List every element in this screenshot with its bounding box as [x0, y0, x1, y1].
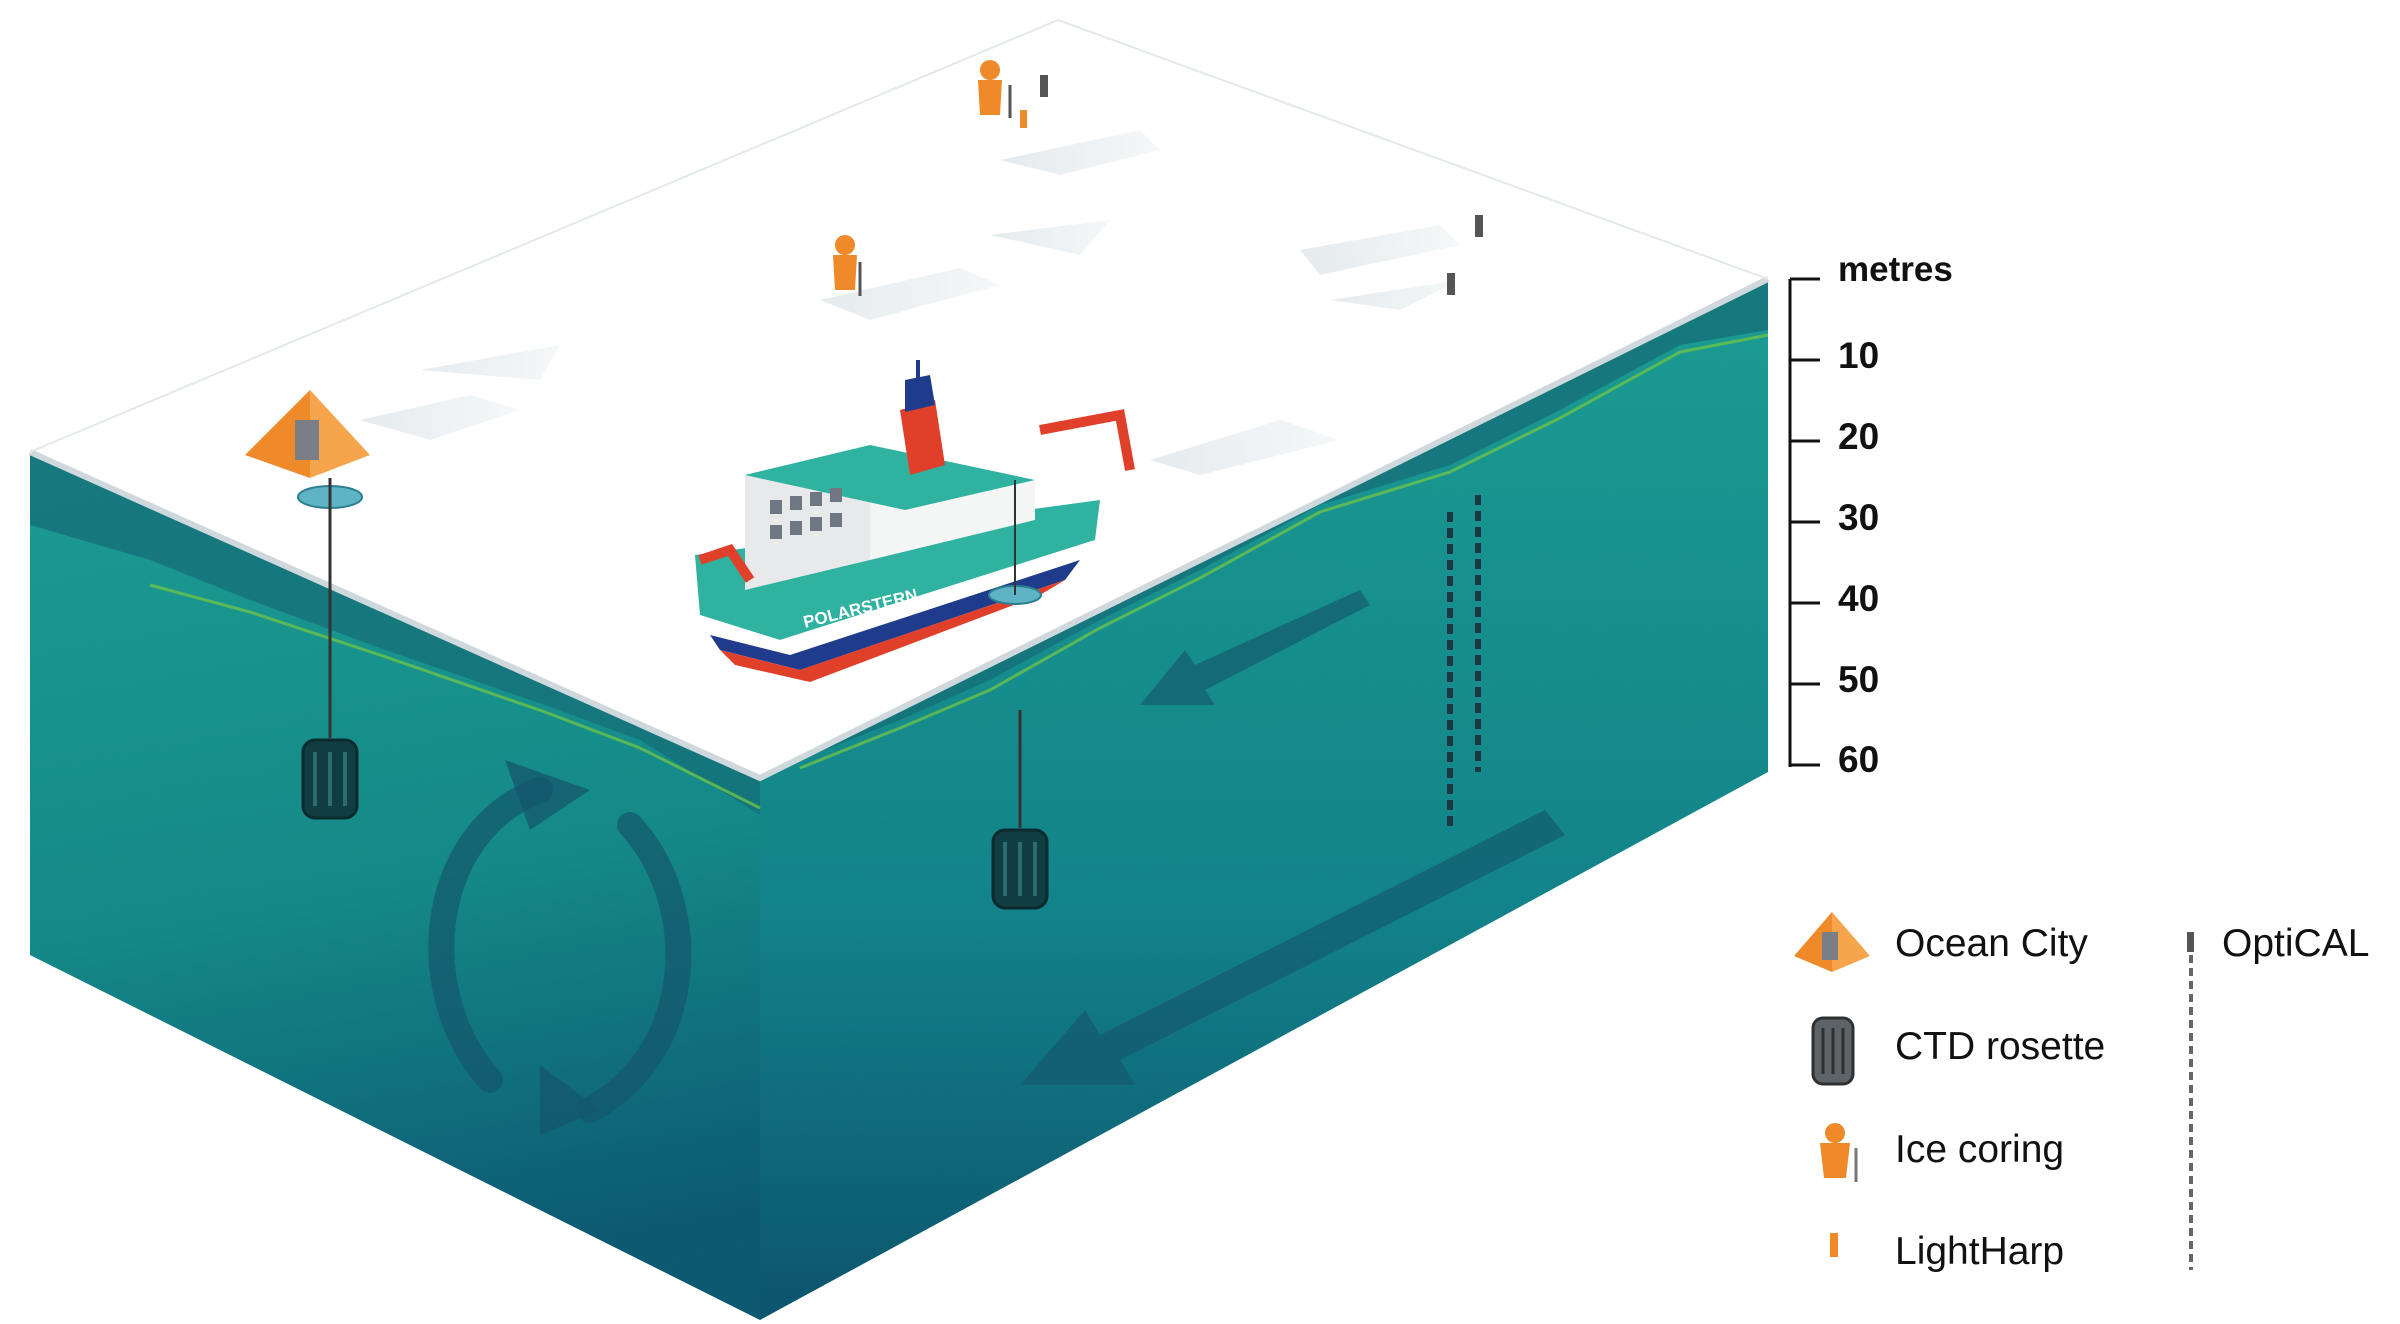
circulation-arrows: [428, 777, 692, 1123]
ice-underside-left: [30, 452, 760, 815]
depth-tick-40: 40: [1838, 578, 1880, 619]
legend-ice-coring-icon: [1820, 1123, 1858, 1182]
optical-chain-icon: [1040, 75, 1483, 295]
depth-tick-30: 30: [1838, 497, 1880, 538]
lightharp-icon: [1020, 110, 1027, 128]
ice-edge-highlight: [28, 276, 1770, 782]
legend-ocean-city-icon: [1794, 912, 1870, 972]
ocean-city-tent-icon: [245, 390, 370, 650]
current-arrows: [1020, 590, 1565, 1085]
depth-tick-50: 50: [1838, 659, 1880, 700]
legend-label-ice-coring: Ice coring: [1895, 1128, 2065, 1171]
depth-tick-60: 60: [1838, 739, 1880, 780]
ice-top-edge: [29, 18, 1769, 453]
ctd-rosette-icon: [301, 650, 359, 820]
legend-label-ctd-rosette: CTD rosette: [1895, 1025, 2106, 1068]
algae-line-right: [799, 333, 1769, 770]
depth-scale-unit: metres: [1838, 250, 1953, 289]
legend-label-optical: OptiCAL: [2222, 922, 2370, 965]
circulation-arrowheads: [505, 760, 600, 1135]
legend-label-ocean-city: Ocean City: [1895, 922, 2088, 965]
legend-ctd-rosette-icon: [1811, 1016, 1855, 1086]
algae-line-left: [149, 583, 761, 810]
legend-lightharp-icon: [1830, 1233, 1838, 1257]
depth-scale: [1788, 277, 1820, 767]
polarstern-ship: POLARSTERN: [695, 360, 1135, 682]
ice-coring-person-icon: [978, 60, 1012, 118]
legend-label-lightharp: LightHarp: [1895, 1230, 2065, 1273]
sea-ice-surface: [30, 20, 1768, 778]
legend-optical-icon: [2187, 932, 2194, 1270]
ice-ridges: [360, 130, 1460, 475]
ice-coring-person-icon: [833, 235, 862, 296]
depth-tick-10: 10: [1838, 335, 1880, 376]
ctd-rosette-icon: [991, 710, 1049, 910]
depth-tick-20: 20: [1838, 416, 1880, 457]
optical-chain-icon: [1447, 495, 1481, 830]
